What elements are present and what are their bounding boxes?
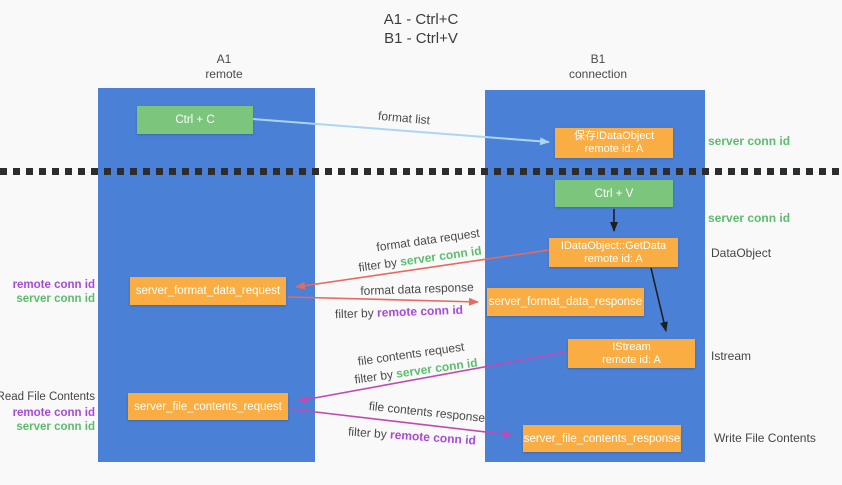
lane-a1-subtitle: remote [205, 67, 243, 81]
lane-a1-title: A1 [216, 52, 232, 66]
node-istream: IStream remote id: A [568, 339, 695, 368]
lane-b1-title: B1 [590, 52, 606, 66]
title-line-1: A1 - Ctrl+C [383, 11, 459, 28]
format-data-response-arrow [287, 296, 479, 306]
filter-by-text: filter by [347, 424, 388, 442]
node-idataobject-getdata-line1: IDataObject::GetData [560, 239, 667, 252]
node-server-format-data-response: server_format_data_response [487, 288, 644, 316]
right-label-server-conn-id-1: server conn id [708, 134, 791, 148]
node-idataobject-getdata-line2: remote id: A [584, 252, 643, 265]
left-label-remote-conn-id-1: remote conn id [12, 279, 95, 291]
file-contents-response-arrow [289, 408, 513, 438]
session-separator-dashed-line [0, 168, 842, 175]
node-server-file-contents-response: server_file_contents_response [523, 425, 681, 452]
right-label-server-conn-id-2: server conn id [708, 211, 791, 225]
right-label-istream: Istream [711, 349, 752, 363]
left-label-remote-conn-id-2: remote conn id [12, 407, 95, 419]
node-server-format-data-request: server_format_data_request [130, 277, 286, 305]
node-save-idataobject-line1: 保存IDataObject [573, 130, 655, 142]
right-label-dataobject: DataObject [711, 246, 772, 260]
lane-header-b1: B1 connection [538, 52, 658, 82]
node-save-idataobject-line2: remote id: A [584, 143, 644, 155]
left-label-server-conn-id-1: server conn id [16, 293, 95, 305]
node-istream-line2: remote id: A [602, 353, 661, 366]
title-line-2: B1 - Ctrl+V [384, 30, 458, 47]
lane-b1-subtitle: connection [568, 67, 628, 81]
node-ctrl-v: Ctrl + V [555, 180, 673, 207]
left-label-read-file-contents: Read File Contents [0, 391, 95, 403]
node-ctrl-c: Ctrl + C [137, 106, 253, 134]
format-data-request-arrow [295, 249, 550, 290]
right-label-write-file-contents: Write File Contents [714, 431, 816, 445]
diagram-title: A1 - Ctrl+C B1 - Ctrl+V [0, 10, 842, 48]
filter-by-text: filter by [334, 305, 374, 322]
node-istream-line1: IStream [612, 340, 651, 353]
node-save-idataobject: 保存IDataObject remote id: A [555, 128, 673, 158]
file-contents-request-arrow [297, 351, 567, 404]
node-idataobject-getdata: IDataObject::GetData remote id: A [549, 238, 678, 267]
remote-conn-id-text: remote conn id [376, 302, 464, 320]
format-list-arrow [252, 118, 550, 146]
lane-header-a1: A1 remote [164, 52, 284, 82]
getdata-to-istream-arrow [650, 267, 668, 332]
left-label-server-conn-id-2: server conn id [16, 421, 95, 433]
node-server-file-contents-request: server_file_contents_request [128, 393, 288, 420]
